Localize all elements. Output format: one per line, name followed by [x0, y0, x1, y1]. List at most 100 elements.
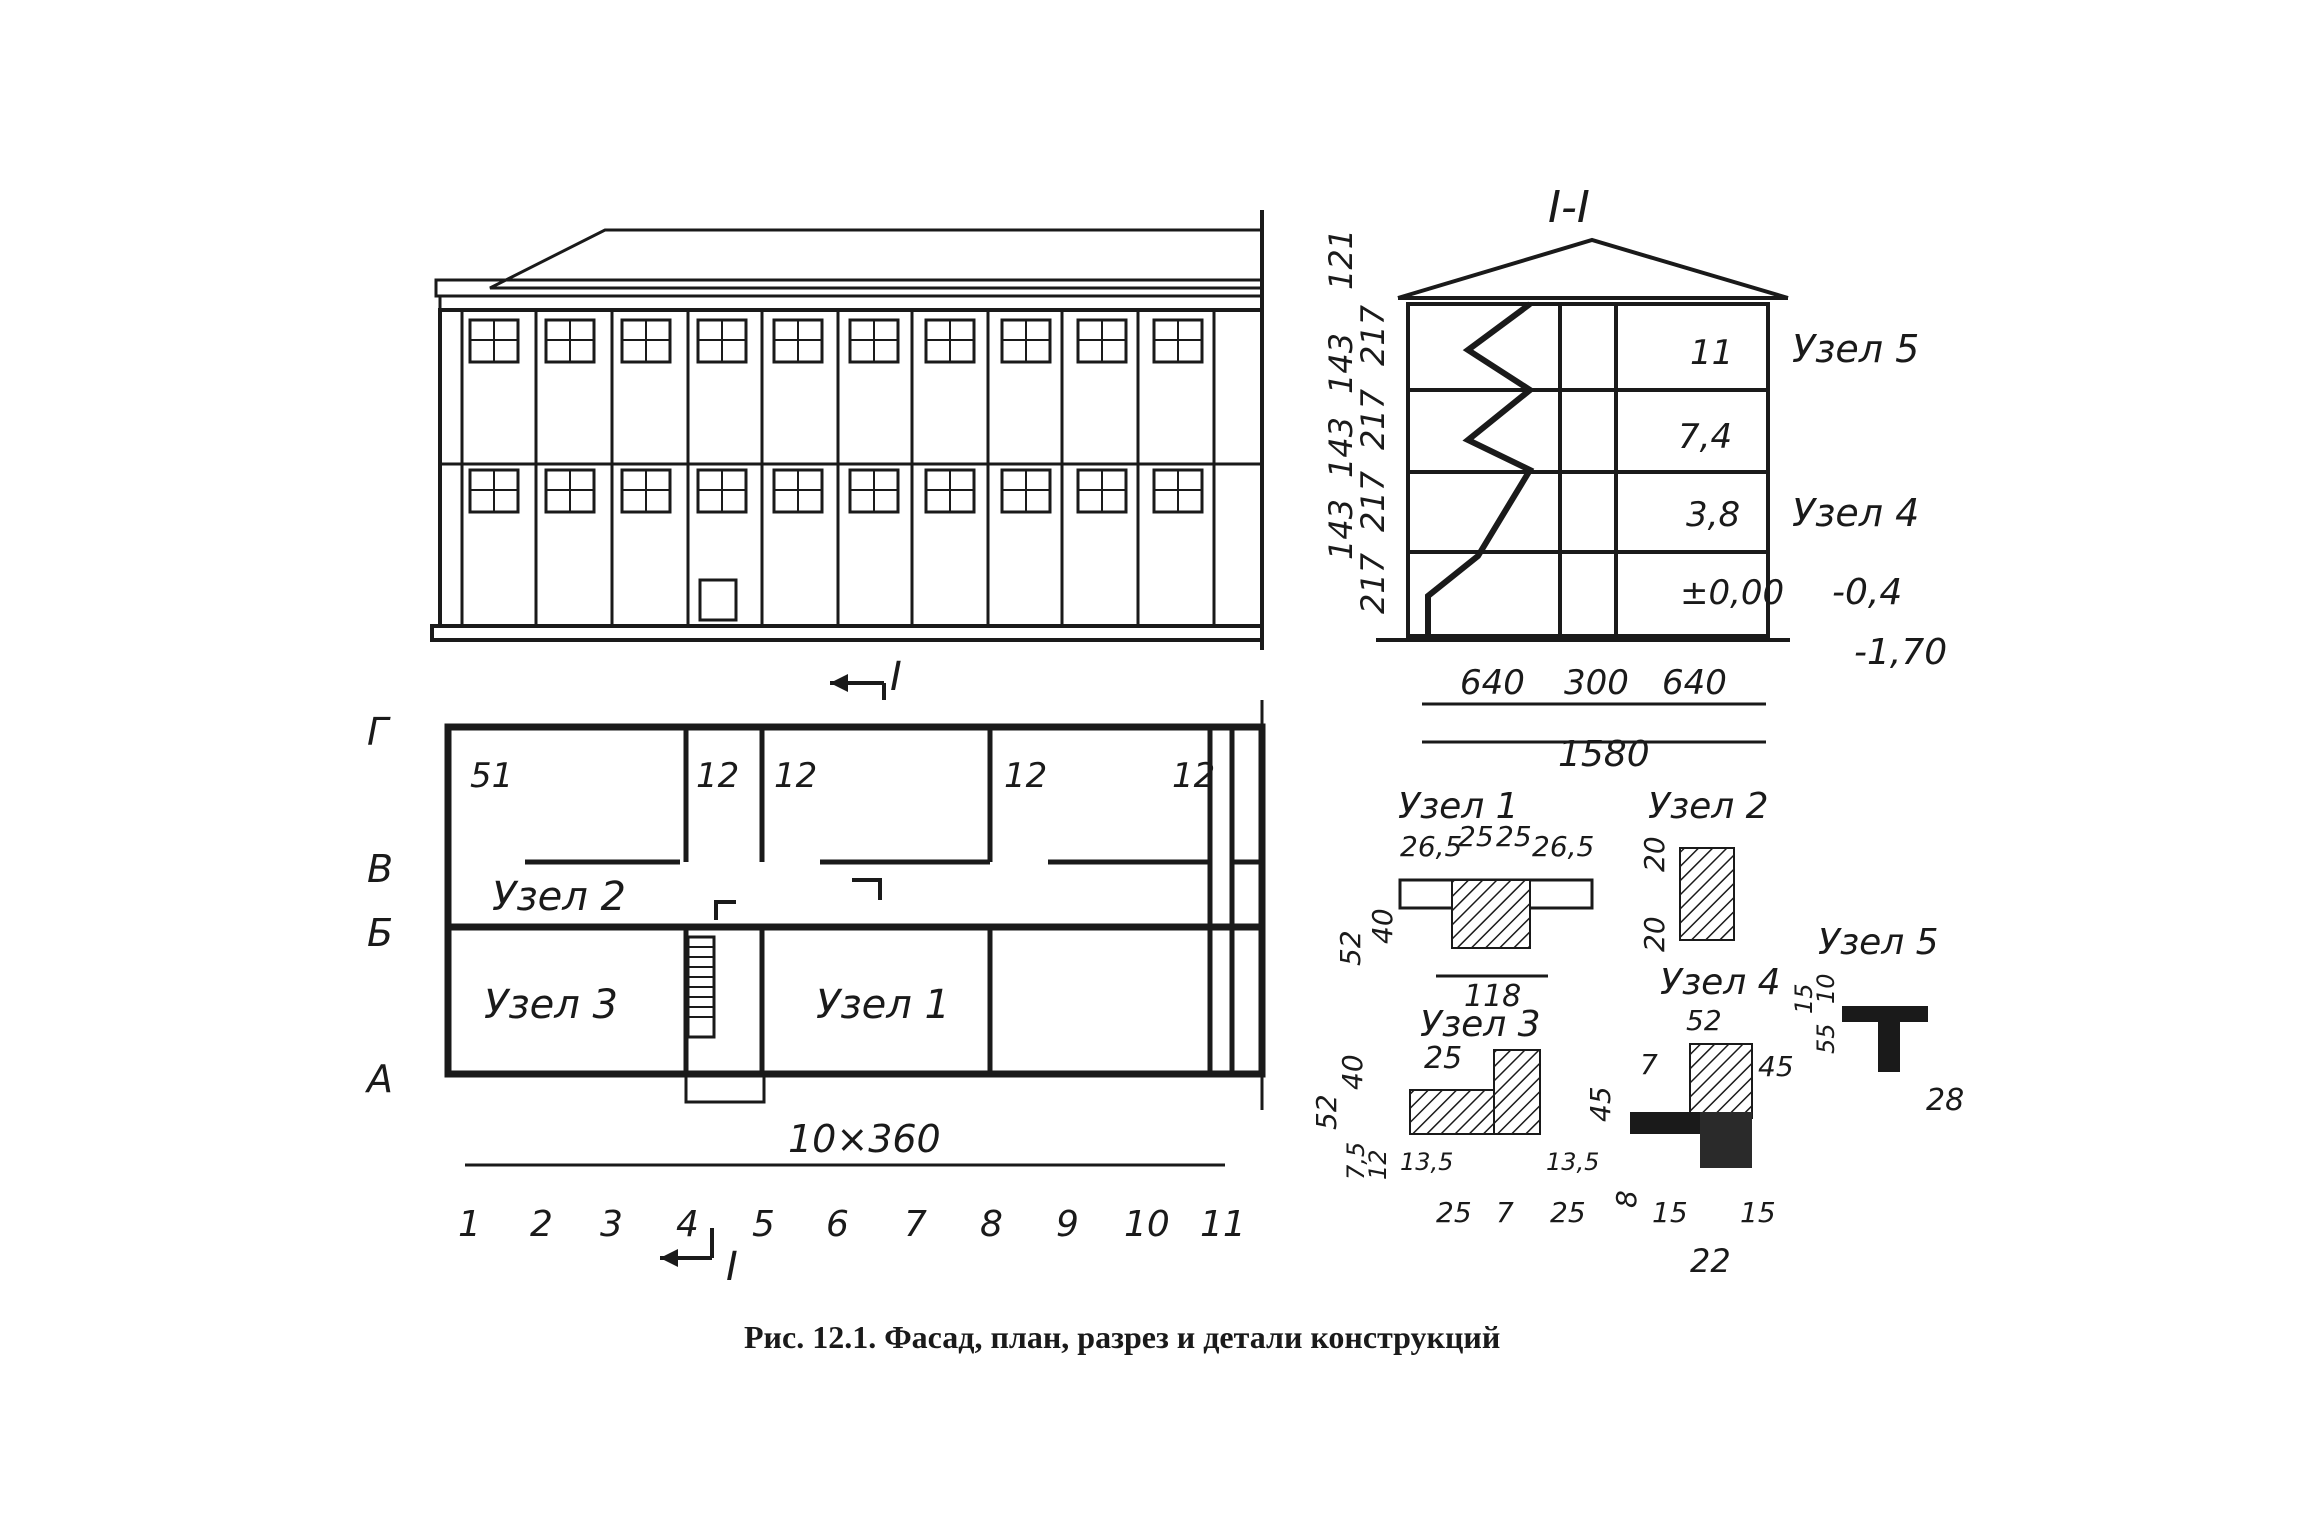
node4-title: Узел 4 — [1660, 962, 1781, 1003]
cut-marker-bottom: I — [660, 1228, 738, 1290]
axis-label-10: 10 — [1124, 1204, 1170, 1245]
row-label-a: А — [364, 1057, 393, 1101]
plan-dim-12: 12 — [1004, 756, 1047, 796]
node3-dim-25-left: 25 — [1436, 1196, 1472, 1229]
axis-label-2: 2 — [530, 1204, 553, 1245]
node4-dim-8: 8 — [1610, 1190, 1643, 1208]
section-height-143: 143 — [1322, 499, 1360, 560]
level-7-4: 7,4 — [1678, 417, 1732, 457]
node4-dim-15-right: 15 — [1740, 1196, 1776, 1229]
detail-node-3: Узел 3 25 40 52 7,5 12 13,5 13,5 25 7 25 — [1310, 1004, 1599, 1229]
floor-plan: Г В Б А 51 12 12 12 12 Узел 2 Узел 3 Узе… — [364, 700, 1266, 1245]
figure-caption: Рис. 12.1. Фасад, план, разрез и детали … — [744, 1319, 1500, 1355]
node1-dim-26-5-right: 26,5 — [1532, 830, 1594, 863]
node1-title: Узел 1 — [1398, 786, 1519, 827]
node4-dim-45-right: 45 — [1758, 1050, 1794, 1083]
detail-node-5: Узел 5 15 10 55 28 — [1790, 922, 1964, 1118]
plan-label-node-3: Узел 3 — [484, 982, 618, 1028]
cut-marker-top: I — [830, 654, 902, 700]
node3-dim-25-top: 25 — [1424, 1041, 1462, 1076]
axis-label-7: 7 — [904, 1204, 927, 1245]
section-levels: 11 7,4 3,8 ±0,00 -0,4 -1,70 — [1678, 333, 1947, 673]
row-label-g: Г — [367, 710, 391, 754]
level-3-8: 3,8 — [1686, 495, 1740, 535]
axis-label-1: 1 — [458, 1204, 481, 1245]
node4-dim-52: 52 — [1686, 1004, 1722, 1037]
level-11: 11 — [1690, 333, 1733, 373]
node3-dim-25-right: 25 — [1550, 1196, 1586, 1229]
axis-label-5: 5 — [752, 1204, 775, 1245]
level-minus-1-70: -1,70 — [1854, 632, 1947, 673]
detail-node-4: Узел 4 52 7 45 45 8 15 15 22 — [1584, 962, 1794, 1280]
section-i-i: I-I 121 217 143 217 143 217 143 217 11 7… — [1322, 182, 1947, 775]
node3-dim-12: 12 — [1364, 1149, 1392, 1180]
node5-dim-10: 10 — [1812, 973, 1840, 1004]
facade-entrance — [698, 578, 738, 622]
axis-label-4: 4 — [676, 1204, 699, 1245]
node1-dim-52: 52 — [1334, 930, 1367, 966]
facade-window-grid — [446, 318, 1216, 618]
detail-node-1: Узел 1 26,5 25 25 26,5 52 40 118 — [1334, 786, 1594, 1014]
node1-dim-118: 118 — [1464, 979, 1521, 1014]
section-heights: 121 217 143 217 143 217 143 217 — [1322, 229, 1392, 614]
plan-label-node-2: Узел 2 — [492, 874, 626, 920]
section-span-300: 300 — [1564, 663, 1629, 703]
section-height-143: 143 — [1322, 417, 1360, 478]
section-height-121: 121 — [1322, 229, 1360, 290]
cut-label-bottom: I — [726, 1244, 738, 1290]
node1-dim-26-5-left: 26,5 — [1400, 830, 1462, 863]
plan-dim-12: 12 — [696, 756, 739, 796]
node3-dim-7: 7 — [1496, 1196, 1514, 1229]
cut-label-top: I — [890, 654, 902, 700]
plan-label-node-1: Узел 1 — [816, 982, 950, 1028]
section-height-217: 217 — [1354, 552, 1392, 614]
section-height-143: 143 — [1322, 333, 1360, 394]
plan-dim-12: 12 — [1172, 756, 1215, 796]
node4-dim-22: 22 — [1690, 1242, 1731, 1280]
node3-title: Узел 3 — [1420, 1004, 1541, 1045]
section-height-217: 217 — [1354, 470, 1392, 532]
section-label-node-5: Узел 5 — [1792, 327, 1919, 371]
axis-label-6: 6 — [826, 1204, 849, 1245]
facade-elevation — [430, 210, 1264, 650]
section-span-640-right: 640 — [1662, 663, 1727, 703]
node3-dim-40: 40 — [1336, 1054, 1369, 1090]
facade-pilasters — [440, 310, 1262, 626]
row-label-v: В — [367, 847, 393, 891]
level-minus-0-4: -0,4 — [1832, 572, 1902, 613]
plan-dim-51: 51 — [470, 756, 513, 796]
node4-dim-7: 7 — [1640, 1048, 1658, 1081]
level-0-00: ±0,00 — [1680, 573, 1784, 613]
plan-span-label: 10×360 — [788, 1117, 941, 1161]
node3-dim-13-5-right: 13,5 — [1546, 1148, 1599, 1176]
node3-dim-13-5-left: 13,5 — [1400, 1148, 1453, 1176]
node2-dim-20-top: 20 — [1638, 836, 1671, 872]
node3-dim-52: 52 — [1310, 1094, 1343, 1130]
node5-dim-55: 55 — [1812, 1023, 1840, 1054]
detail-node-2: Узел 2 20 20 — [1638, 786, 1769, 952]
plan-dim-12: 12 — [774, 756, 817, 796]
section-label-node-4: Узел 4 — [1792, 491, 1919, 535]
node5-title: Узел 5 — [1818, 922, 1939, 963]
node5-dim-15: 15 — [1790, 983, 1818, 1014]
node1-dim-25-left: 25 — [1458, 820, 1494, 853]
axis-label-11: 11 — [1200, 1204, 1246, 1245]
section-height-217: 217 — [1354, 304, 1392, 366]
node4-dim-45-left: 45 — [1584, 1086, 1617, 1122]
node4-dim-15-left: 15 — [1652, 1196, 1688, 1229]
section-height-217: 217 — [1354, 388, 1392, 450]
node2-dim-20-bottom: 20 — [1638, 916, 1671, 952]
axis-label-3: 3 — [600, 1204, 623, 1245]
section-overall-1580: 1580 — [1558, 734, 1650, 775]
node3-dim-7-5: 7,5 — [1342, 1142, 1370, 1180]
node1-dim-40: 40 — [1366, 908, 1399, 944]
axis-label-8: 8 — [980, 1204, 1003, 1245]
node5-dim-28: 28 — [1926, 1083, 1964, 1118]
node2-title: Узел 2 — [1648, 786, 1769, 827]
row-label-b: Б — [367, 911, 393, 955]
section-span-640-left: 640 — [1460, 663, 1525, 703]
axis-label-9: 9 — [1056, 1204, 1079, 1245]
section-title: I-I — [1548, 182, 1590, 233]
